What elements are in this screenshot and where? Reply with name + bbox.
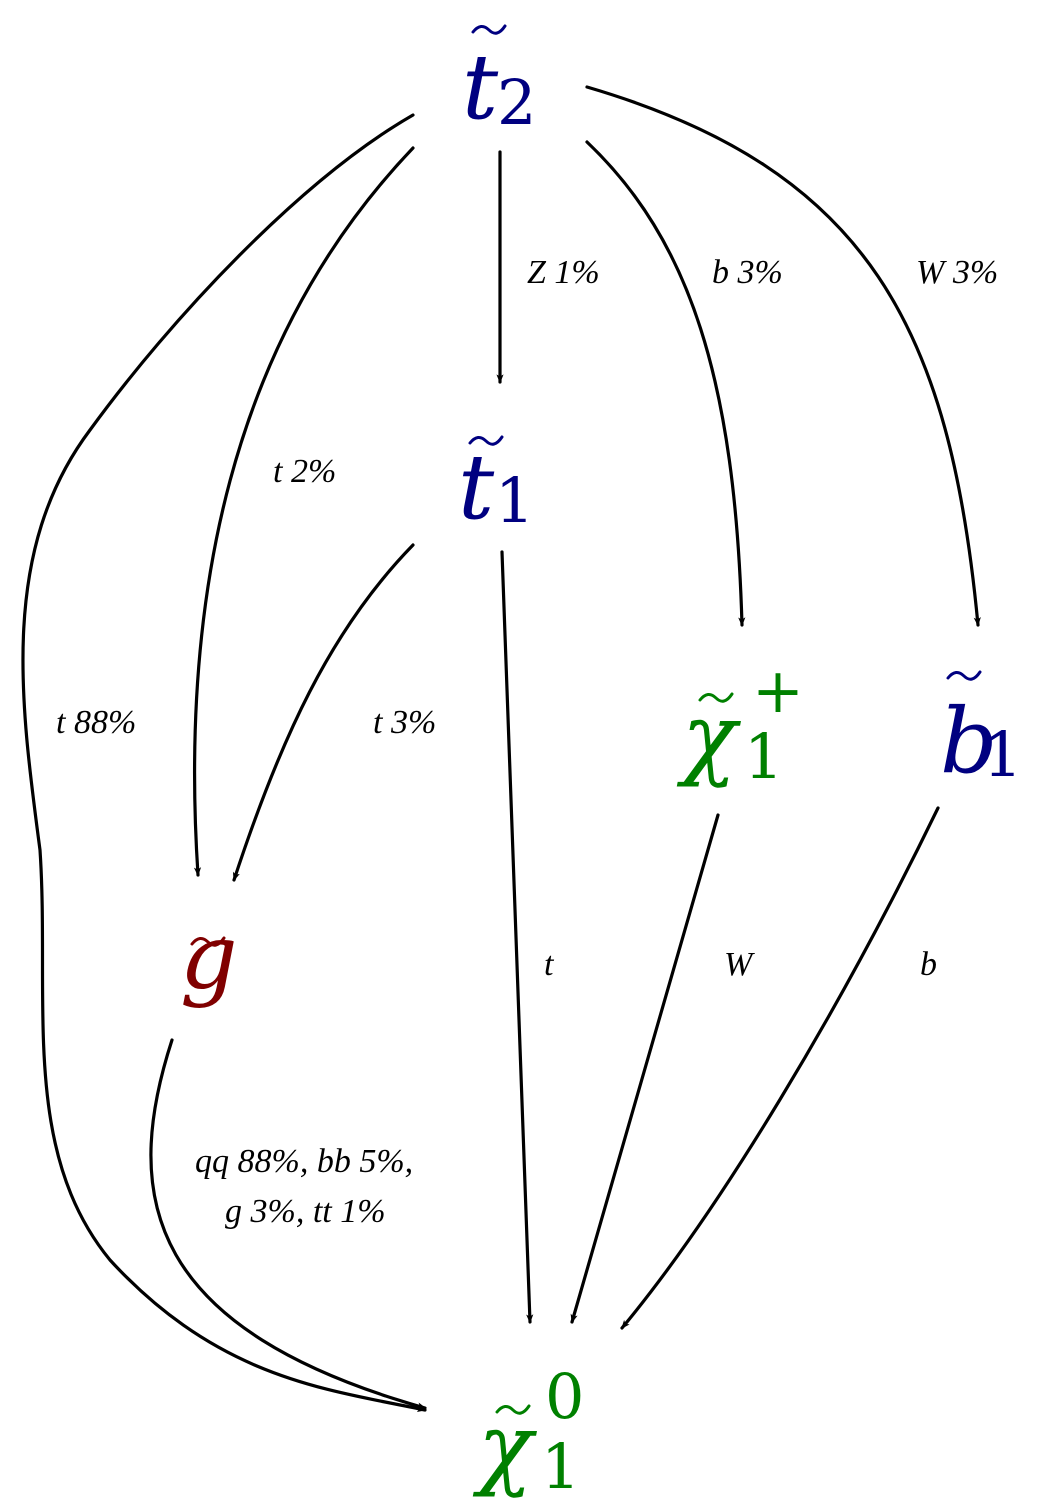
label-t1-chi10: t: [544, 946, 555, 983]
label-t1-gluino: t 3%: [373, 704, 436, 741]
svg-text:t: t: [462, 35, 499, 140]
tilde-mark: [468, 435, 504, 446]
tilde-mark: [946, 670, 982, 681]
tilde-mark: [495, 1404, 531, 1415]
svg-text:1: 1: [541, 1430, 580, 1503]
label-chi1plus-chi10: W: [724, 946, 755, 983]
edge-t1-to-gluino: [232, 543, 415, 882]
edge-b1-to-chi10: [620, 806, 940, 1330]
node-gluino: g: [180, 905, 238, 1010]
svg-text:χ: χ: [472, 1395, 537, 1500]
node-neutralino: χ 1 0: [472, 1360, 584, 1503]
edge-t1-to-chi10: [500, 550, 534, 1324]
node-chargino: χ 1 +: [676, 654, 804, 793]
svg-text:+: +: [752, 654, 804, 727]
svg-text:b: b: [940, 689, 998, 794]
svg-text:t: t: [458, 435, 495, 540]
svg-text:1: 1: [495, 464, 534, 537]
svg-text:1: 1: [983, 718, 1022, 791]
edge-t2-to-b1: [585, 85, 981, 627]
tilde-mark: [471, 24, 507, 35]
edge-t2-to-gluino: [193, 146, 415, 877]
svg-text:1: 1: [744, 720, 783, 793]
svg-text:χ: χ: [676, 685, 741, 790]
node-stop1: t 1: [458, 435, 534, 540]
svg-text:2: 2: [497, 66, 536, 139]
label-t2-b1: W 3%: [916, 254, 998, 291]
svg-text:0: 0: [545, 1360, 584, 1433]
edge-gluino-to-chi10: [149, 1038, 427, 1410]
edge-t2-to-chi1plus: [585, 140, 746, 627]
node-sbottom: b 1: [940, 670, 1022, 794]
tilde-mark: [698, 692, 734, 703]
label-gluino-chi10-line2: g 3%, tt 1%: [225, 1193, 386, 1230]
label-t2-gluino: t 2%: [273, 453, 336, 490]
svg-text:g: g: [180, 905, 238, 1010]
label-gluino-chi10-line1: qq 88%, bb 5%,: [195, 1143, 413, 1180]
edge-t2-to-chi10: [21, 113, 427, 1412]
label-t2-t1: Z 1%: [527, 254, 600, 291]
label-t2-chi1plus: b 3%: [712, 254, 783, 291]
label-b1-chi10: b: [920, 946, 937, 983]
tilde-mark: [190, 936, 226, 947]
label-t2-chi10: t 88%: [56, 704, 136, 741]
node-stop2: t 2: [462, 24, 536, 140]
edge-chi1plus-to-chi10: [570, 813, 720, 1324]
